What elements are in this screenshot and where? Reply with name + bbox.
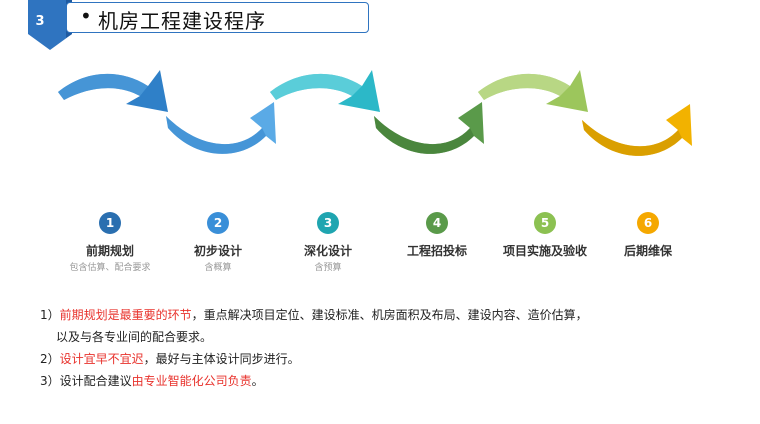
note-1: 1）前期规划是最重要的环节，重点解决项目定位、建设标准、机房面积及布局、建设内容… [40, 304, 720, 348]
note-2: 2）设计宜早不宜迟，最好与主体设计同步进行。 [40, 348, 720, 370]
step-subtext: 含预算 [314, 263, 342, 273]
title-frame [66, 2, 369, 33]
step-subtext: 包含估算、配合要求 [69, 263, 151, 273]
step-number-badge: 4 [426, 212, 448, 234]
step-label: 后期维保 [623, 244, 672, 258]
arrow-3 [270, 70, 380, 112]
step-label: 前期规划 [85, 244, 134, 258]
step-label: 工程招投标 [406, 244, 467, 258]
step-1: 1 前期规划 包含估算、配合要求 [55, 212, 165, 274]
notes-list: 1）前期规划是最重要的环节，重点解决项目定位、建设标准、机房面积及布局、建设内容… [40, 304, 720, 392]
step-5: 5 项目实施及验收 [490, 212, 600, 259]
note-text-end: 。 [251, 374, 264, 388]
note-prefix: 3） [40, 374, 60, 388]
step-label: 初步设计 [193, 244, 242, 258]
step-label: 项目实施及验收 [502, 244, 587, 258]
note-3: 3）设计配合建议由专业智能化公司负责。 [40, 370, 720, 392]
note-text-line2: 以及与各专业间的配合要求。 [56, 330, 213, 344]
process-arrows [58, 70, 692, 156]
step-subtext: 含概算 [204, 263, 232, 273]
note-text: ，重点解决项目定位、建设标准、机房面积及布局、建设内容、造价估算， [191, 308, 588, 322]
title-bullet: • [80, 4, 92, 28]
step-number-badge: 1 [99, 212, 121, 234]
step-number-badge: 6 [637, 212, 659, 234]
note-highlight: 设计宜早不宜迟 [59, 352, 144, 366]
step-number-badge: 3 [317, 212, 339, 234]
step-number-badge: 2 [207, 212, 229, 234]
step-6: 6 后期维保 [593, 212, 703, 259]
note-prefix: 1） [40, 308, 60, 322]
step-3: 3 深化设计 含预算 [273, 212, 383, 274]
arrow-5 [478, 70, 588, 112]
note-text: ，最好与主体设计同步进行。 [143, 352, 300, 366]
step-2: 2 初步设计 含概算 [163, 212, 273, 274]
note-highlight: 由专业智能化公司负责 [131, 374, 252, 388]
step-4: 4 工程招投标 [382, 212, 492, 259]
arrow-6 [582, 104, 692, 156]
page-title: 机房工程建设程序 [98, 9, 266, 33]
step-number-badge: 5 [534, 212, 556, 234]
section-number: 3 [35, 14, 45, 29]
note-prefix: 2） [40, 352, 60, 366]
arrow-2 [166, 102, 276, 154]
arrow-1 [58, 70, 168, 112]
arrow-4 [374, 102, 484, 154]
note-highlight: 前期规划是最重要的环节 [59, 308, 192, 322]
note-text: 设计配合建议 [59, 374, 132, 388]
step-label: 深化设计 [303, 244, 352, 258]
